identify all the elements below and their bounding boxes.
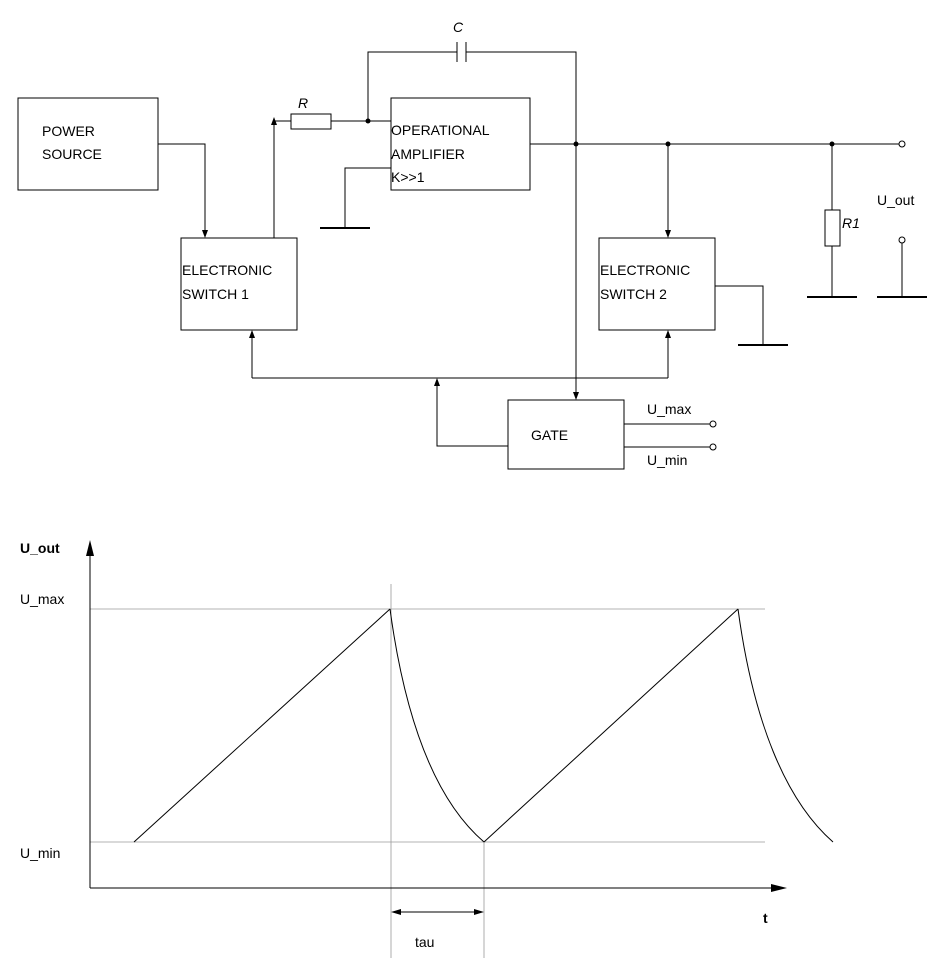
x-axis-label: t xyxy=(763,910,768,926)
decay-2 xyxy=(737,608,834,843)
u-max-terminal xyxy=(709,420,717,428)
electronic-switch-2-block: ELECTRONIC SWITCH 2 xyxy=(598,237,716,331)
arrow-into-switch1-bottom xyxy=(249,330,255,338)
wire-capacitor-right xyxy=(466,51,577,144)
wire-switch2-to-ground xyxy=(715,285,764,345)
u-min-level-label: U_min xyxy=(20,845,60,861)
resistor-r1 xyxy=(824,209,841,247)
arrow-into-switch1-top xyxy=(202,230,208,238)
u-min-input-label: U_min xyxy=(647,452,687,468)
arrow-into-switch2-top xyxy=(665,230,671,238)
u-max-level-label: U_max xyxy=(20,591,64,607)
arrow-into-gate xyxy=(573,392,579,400)
gate-label: GATE xyxy=(531,427,568,443)
switch-2-label-line2: SWITCH 2 xyxy=(600,286,667,302)
op-amp-label-line3: K>>1 xyxy=(391,169,425,185)
ramp-up-2 xyxy=(483,608,739,843)
op-amp-label-line2: AMPLIFIER xyxy=(391,146,465,162)
wire-switch1-to-resistor xyxy=(273,120,291,238)
switch-1-label-line1: ELECTRONIC xyxy=(182,262,272,278)
wire-opamp-to-ground xyxy=(344,167,391,228)
u-max-input-label: U_max xyxy=(647,401,691,417)
switch-1-label-line2: SWITCH 1 xyxy=(182,286,249,302)
output-terminal-bottom xyxy=(898,236,906,244)
y-axis-label: U_out xyxy=(20,540,60,556)
u-min-terminal xyxy=(709,443,717,451)
ramp-up-1 xyxy=(133,608,391,843)
capacitor-c xyxy=(456,42,467,62)
waveform-graph: U_out t U_max U_min tau xyxy=(20,540,834,958)
x-axis-arrow xyxy=(771,884,787,892)
arrow-switch1-output xyxy=(271,117,277,125)
arrow-gate-control xyxy=(434,378,440,386)
resistor-r-label: R xyxy=(298,95,308,111)
resistor-r1-label: R1 xyxy=(842,215,860,231)
operational-amplifier-block: OPERATIONAL AMPLIFIER K>>1 xyxy=(390,97,531,191)
tau-arrow-left xyxy=(391,909,401,915)
output-label: U_out xyxy=(877,192,914,208)
capacitor-c-label: C xyxy=(453,19,464,35)
power-source-label-line1: POWER xyxy=(42,123,95,139)
tau-arrow-right xyxy=(474,909,484,915)
wire-power-to-switch1 xyxy=(158,143,206,234)
tau-label: tau xyxy=(415,934,434,950)
y-axis-arrow xyxy=(86,540,94,556)
decay-1 xyxy=(389,608,485,843)
arrow-into-switch2-bottom xyxy=(665,330,671,338)
wire-capacitor-left xyxy=(367,51,457,121)
op-amp-label-line1: OPERATIONAL xyxy=(391,122,490,138)
switch-2-label-line1: ELECTRONIC xyxy=(600,262,690,278)
output-terminal-top xyxy=(898,140,906,148)
resistor-r xyxy=(290,113,332,130)
circuit-diagram: POWER SOURCE ELECTRONIC SWITCH 1 OPERATI… xyxy=(17,19,927,470)
gate-block: GATE xyxy=(507,399,625,470)
electronic-switch-1-block: ELECTRONIC SWITCH 1 xyxy=(180,237,298,331)
power-source-block: POWER SOURCE xyxy=(17,97,159,191)
wire-gate-control-up xyxy=(436,382,508,447)
power-source-label-line2: SOURCE xyxy=(42,146,102,162)
